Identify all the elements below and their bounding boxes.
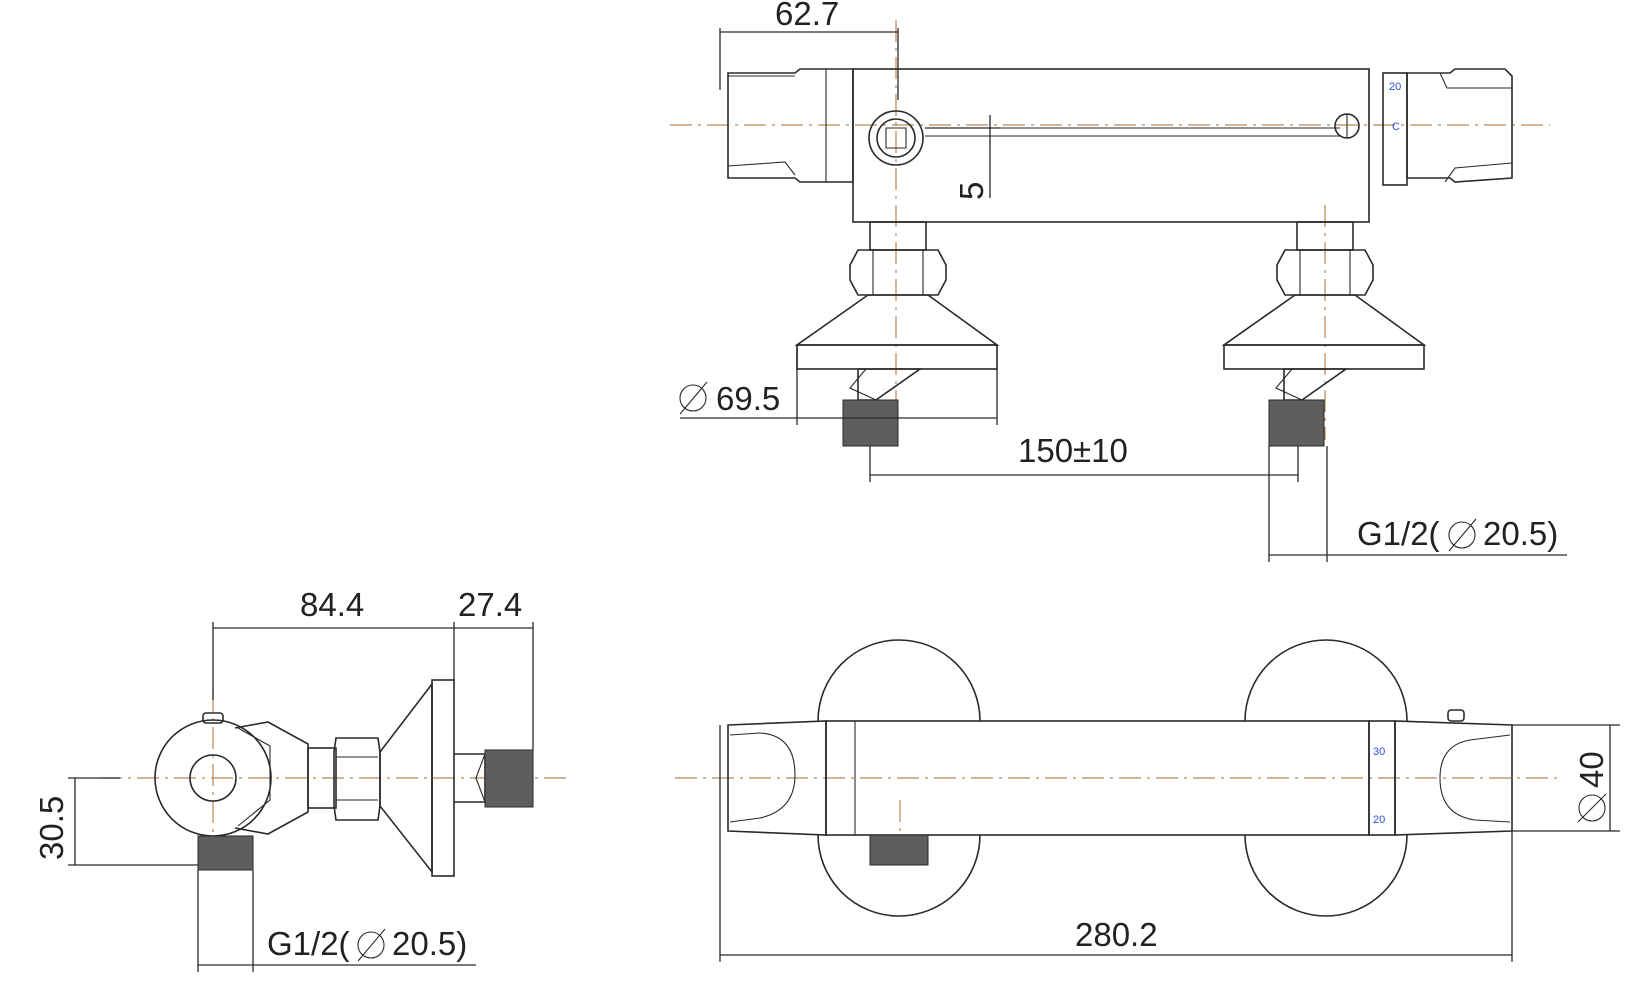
front-temp-mark-30: 30: [1373, 746, 1385, 758]
side-neck: [307, 747, 337, 809]
top-outlet-nut: [885, 127, 907, 149]
front-top-button: [1447, 709, 1465, 722]
dim-5-label: 5: [953, 182, 990, 200]
top-right-flange-cone: [1221, 294, 1427, 346]
front-left-flange-bottom: [817, 834, 981, 917]
top-left-flange-plate: [796, 344, 998, 370]
side-top-screw: [202, 712, 224, 724]
dim-305-label: 30.5: [33, 796, 70, 860]
top-right-inlet-nut: [1276, 249, 1374, 296]
dim-69-diameter-icon: [679, 384, 707, 412]
dim-g12-side-diameter-icon: [357, 931, 385, 959]
dim-g12-side-diameter-slash: [357, 928, 386, 962]
dim-150-label: 150±10: [1018, 432, 1128, 469]
front-thread: [869, 834, 929, 866]
dim-g12-top-dia-label: 20.5): [1483, 515, 1558, 552]
top-left-inlet-neck: [869, 221, 927, 251]
top-left-thread: [842, 399, 899, 447]
side-eccentric-curve: [475, 753, 486, 803]
top-right-thread: [1268, 399, 1325, 447]
top-right-eccentric-b: [1275, 368, 1303, 401]
dim-69-diameter-slash: [679, 381, 708, 415]
dim-274-label: 27.4: [458, 586, 522, 623]
front-left-knob-grip: [729, 732, 796, 823]
top-left-eccentric: [857, 368, 923, 401]
top-right-knob-grip: [1439, 72, 1512, 89]
top-left-inlet-nut: [849, 249, 947, 296]
top-left-knob-grip: [727, 161, 796, 176]
dim-69-label: 69.5: [716, 380, 780, 417]
side-body-taper-inner: [237, 727, 271, 827]
front-temp-mark-20: 20: [1373, 814, 1385, 826]
side-body-bore: [189, 754, 237, 802]
side-thread: [484, 749, 534, 808]
side-flange-plate: [431, 679, 455, 877]
dim-g12-side-label: G1/2(: [267, 925, 350, 962]
side-view: 84.4 27.4 30.5 G1/2( 20.5): [33, 586, 570, 972]
dim-62-label: 62.7: [775, 0, 839, 32]
top-outlet-ring: [868, 110, 924, 166]
dim-280-label: 280.2: [1075, 916, 1158, 953]
dim-g12-top-diameter-icon: [1448, 521, 1476, 549]
top-body: [852, 68, 1370, 223]
dim-g12-side-dia-label: 20.5): [392, 925, 467, 962]
top-right-flange-plate: [1223, 344, 1425, 370]
side-nut: [333, 737, 381, 821]
top-temp-mark-20: 20: [1389, 81, 1401, 93]
dim-g12-top-label: G1/2(: [1357, 515, 1440, 552]
front-right-flange-bottom: [1244, 834, 1408, 917]
front-view: 30 20 280.2 40: [675, 639, 1620, 962]
dim-40-diameter-icon: [1578, 794, 1606, 822]
top-left-eccentric-b: [849, 368, 877, 401]
dim-40-diameter-slash: [1577, 793, 1607, 823]
top-view: 20 C 62.7 5: [670, 0, 1567, 562]
side-bottom-thread: [197, 835, 254, 871]
dim-844-label: 84.4: [300, 586, 364, 623]
top-right-knob-grip-b: [1444, 162, 1513, 183]
top-temp-unit: C: [1392, 121, 1400, 133]
dim-40-label: 40: [1573, 751, 1610, 788]
top-outlet-inner: [876, 118, 916, 158]
front-right-flange-top: [1244, 639, 1408, 722]
top-right-eccentric: [1283, 368, 1349, 401]
dim-g12-top-diameter-slash: [1448, 518, 1477, 552]
front-left-flange-top: [817, 639, 981, 722]
top-left-flange-cone: [794, 294, 1000, 346]
front-right-knob-grip: [1439, 734, 1511, 823]
top-right-knob: [1406, 68, 1513, 183]
